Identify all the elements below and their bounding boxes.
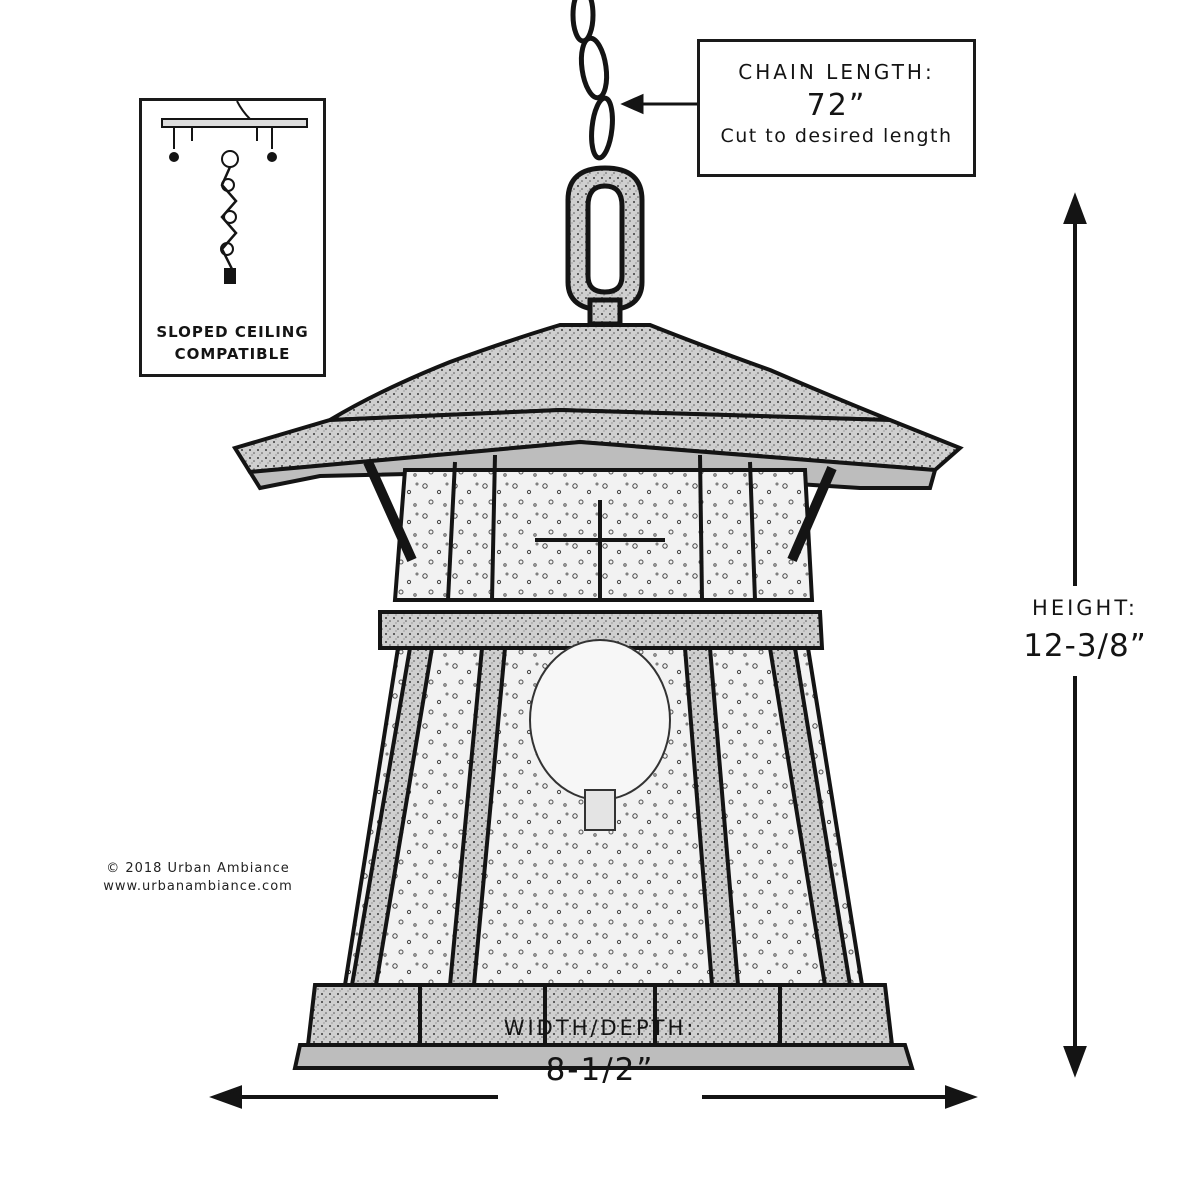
- roof: [231, 323, 964, 491]
- chain: [570, 0, 615, 161]
- bottom-band: [292, 983, 915, 1070]
- chain-callout-arrow: [620, 93, 697, 115]
- bulb: [529, 639, 671, 801]
- sloped-ceiling-line2: COMPATIBLE: [174, 345, 291, 363]
- lower-glass-body: [342, 639, 865, 987]
- height-dimension-arrow: [1063, 192, 1087, 1078]
- width-dimension-arrow: [209, 1085, 978, 1109]
- chain-length-callout: CHAIN LENGTH: 72” Cut to desired length: [697, 39, 976, 177]
- arrow-head-down: [1063, 1046, 1087, 1078]
- chain-length-note: Cut to desired length: [720, 125, 953, 147]
- sloped-ceiling-icon: [161, 101, 308, 284]
- arrow-head-right: [945, 1085, 978, 1109]
- bulb-base: [584, 789, 616, 831]
- height-label: HEIGHT:: [1032, 596, 1138, 620]
- width-depth-label: WIDTH/DEPTH:: [503, 1016, 697, 1040]
- chain-link: [578, 35, 610, 101]
- middle-band: [378, 610, 825, 650]
- chain-length-title: CHAIN LENGTH:: [738, 60, 935, 84]
- arrow-head-left: [209, 1085, 242, 1109]
- chain-link: [570, 0, 596, 44]
- hanger-loop: [565, 165, 645, 327]
- chain-link: [589, 95, 615, 161]
- upper-glass-section: [363, 454, 837, 602]
- arrow-head-up: [1063, 192, 1087, 224]
- website-line: www.urbanambiance.com: [103, 879, 293, 894]
- width-depth-value: 8-1/2”: [545, 1052, 655, 1088]
- chain-length-value: 72”: [806, 88, 867, 123]
- sloped-ceiling-inset: SLOPED CEILING COMPATIBLE: [139, 98, 326, 377]
- copyright-line: © 2018 Urban Ambiance: [106, 861, 290, 876]
- sloped-ceiling-line1: SLOPED CEILING: [156, 323, 309, 341]
- height-value: 12-3/8”: [1023, 628, 1147, 664]
- copyright-notice: © 2018 Urban Ambiance www.urbanambiance.…: [88, 860, 308, 896]
